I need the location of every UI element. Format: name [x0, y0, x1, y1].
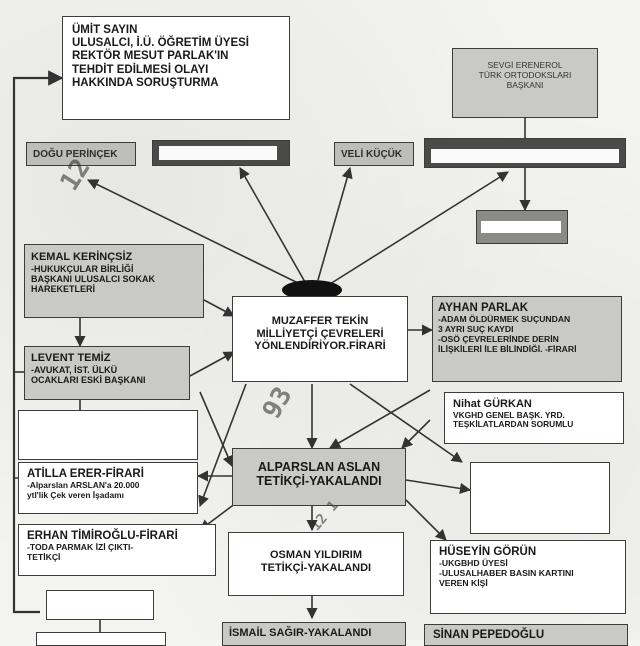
box-blank-bottom-left [46, 590, 154, 620]
sevgi-line-1: SEVGİ ERENEROL [487, 60, 563, 70]
box-umit-sayin: ÜMİT SAYIN ULUSALCI, İ.Ü. ÖĞRETİM ÜYESİ … [62, 16, 290, 120]
box-osman-yildirim: OSMAN YILDIRIM TETİKÇİ-YAKALANDI [228, 532, 404, 596]
nihat-line-3: TEŞKİLATLARDAN SORUMLU [453, 419, 574, 430]
bar-veli-kucuk: VELİ KÜÇÜK [334, 142, 414, 166]
box-alparslan-aslan: ALPARSLAN ASLAN TETİKÇİ-YAKALANDI [232, 448, 406, 506]
kemal-line-2: -HUKUKÇULAR BİRLİĞİ [31, 263, 134, 274]
arrow-to-dark-bar [239, 167, 306, 283]
arrow-to-veli [317, 166, 353, 281]
box-blank-bottom-left-2 [36, 632, 166, 646]
osman-line-2: TETİKÇİ-YAKALANDI [260, 561, 372, 574]
muzaffer-line-1: MUZAFFER TEKİN [271, 315, 369, 327]
sevgi-line-2: TÜRK ORTODOKSLARI [478, 69, 572, 80]
ayhan-alparslan [329, 389, 431, 449]
atilla-line-2: -Alparslan ARSLAN'a 20.000 [27, 480, 140, 491]
nihat-alparslan [401, 419, 431, 449]
levent-alparslan [199, 391, 234, 468]
box-ismail-sagir: İSMAİL SAĞIR-YAKALANDI [222, 622, 406, 646]
nihat-line-1: Nihat GÜRKAN [453, 398, 532, 410]
kemal-to-muzaffer [203, 299, 235, 317]
umit-line-5: HAKKINDA SORUŞTURMA [72, 76, 219, 89]
bar-redacted-1 [152, 140, 290, 166]
alparslan-huseyin [405, 499, 447, 541]
ayhan-line-1: AYHAN PARLAK [438, 302, 529, 314]
box-levent-temiz: LEVENT TEMİZ -AVUKAT, İST. ÜLKÜ OCAKLARI… [24, 346, 190, 400]
kemal-line-1: KEMAL KERİNÇSİZ [31, 251, 133, 263]
box-atilla-erer: ATİLLA ERER-FİRARİ -Alparslan ARSLAN'a 2… [18, 462, 198, 514]
redacted-white-strip [159, 146, 277, 160]
ayhan-line-2: -ADAM ÖLDÜRMEK SUÇUNDAN [438, 314, 571, 325]
huseyin-line-1: HÜSEYİN GÖRÜN [439, 546, 537, 558]
huseyin-line-4: VEREN KİŞİ [439, 577, 488, 588]
ayhan-line-3: 3 AYRI SUÇ KAYDI [438, 324, 514, 335]
box-erhan-timiroglu: ERHAN TİMİROĞLU-FİRARİ -TODA PARMAK İZİ … [18, 524, 216, 576]
alparslan-line-1: ALPARSLAN ASLAN [257, 460, 381, 474]
erhan-line-3: TETİKÇİ [27, 552, 61, 563]
alparslan-rightbox [405, 479, 472, 494]
kemal-line-3: BAŞKANI ULUSALCI SOKAK [31, 273, 156, 284]
umit-line-1: ÜMİT SAYIN [72, 24, 138, 36]
box-blank-left [18, 410, 198, 460]
bar-dogu-perincek: DOĞU PERİNÇEK [26, 142, 136, 166]
central-node-ellipse [282, 280, 342, 300]
muzaffer-left-diag [198, 383, 247, 508]
umit-line-4: TEHDİT EDİLMESİ OLAYI [72, 63, 209, 76]
ayhan-line-4: -OSÖ ÇEVRELERİNDE DERİN [438, 333, 559, 344]
umit-line-3: REKTÖR MESUT PARLAK'IN [72, 50, 229, 63]
veli-label: VELİ KÜÇÜK [341, 148, 403, 160]
bar-redacted-2 [424, 138, 626, 168]
sinan-line-1: SİNAN PEPEDOĞLU [433, 629, 545, 641]
huseyin-line-2: -UKGBHD ÜYESİ [439, 558, 508, 569]
ismail-line-1: İSMAİL SAĞIR-YAKALANDI [229, 627, 372, 639]
redacted-strip-small [481, 221, 561, 233]
levent-line-3: OCAKLARI ESKİ BAŞKANI [31, 374, 146, 385]
sevgi-line-3: BAŞKANI [506, 79, 544, 90]
atilla-line-3: ytl'lik Çek veren İşadamı [27, 489, 124, 500]
dogu-label: DOĞU PERİNÇEK [33, 148, 118, 160]
box-ayhan-parlak: AYHAN PARLAK -ADAM ÖLDÜRMEK SUÇUNDAN 3 A… [432, 296, 622, 382]
erhan-line-1: ERHAN TİMİROĞLU-FİRARİ [27, 530, 178, 542]
left-bracket-line [12, 70, 64, 614]
muzaffer-line-3: YÖNLENDİRİYOR.FİRARİ [254, 340, 386, 353]
box-blank-right [470, 462, 610, 534]
osman-line-1: OSMAN YILDIRIM [269, 549, 363, 561]
nihat-line-2: VKGHD GENEL BAŞK. YRD. [453, 409, 565, 420]
box-sinan-pepedoglu: SİNAN PEPEDOĞLU [424, 624, 628, 646]
box-muzaffer-tekin: MUZAFFER TEKİN MİLLİYETÇİ ÇEVRELERİ YÖNL… [232, 296, 408, 382]
box-sevgi-erenerol: SEVGİ ERENEROL TÜRK ORTODOKSLARI BAŞKANI [452, 48, 598, 118]
box-huseyin-gorun: HÜSEYİN GÖRÜN -UKGBHD ÜYESİ -ULUSALHABER… [430, 540, 626, 614]
ayhan-line-5: İLİŞKİLERİ İLE BİLİNDİĞİ. -FİRARİ [438, 343, 577, 354]
levent-line-1: LEVENT TEMİZ [31, 352, 111, 364]
kemal-line-4: HAREKETLERİ [31, 284, 96, 295]
umit-line-2: ULUSALCI, İ.Ü. ÖĞRETİM ÜYESİ [72, 37, 249, 50]
redacted-white-strip-2 [431, 149, 619, 163]
box-nihat-gurkan: Nihat GÜRKAN VKGHD GENEL BAŞK. YRD. TEŞK… [444, 392, 624, 444]
arrow-to-right-bar [329, 171, 509, 285]
erhan-line-2: -TODA PARMAK İZİ ÇIKTI- [27, 542, 134, 553]
alparslan-line-2: TETİKÇİ-YAKALANDI [256, 474, 382, 489]
muzaffer-huseyin [349, 383, 463, 463]
muzaffer-line-2: MİLLİYETÇİ ÇEVRELERİ [256, 327, 384, 340]
levent-line-2: -AVUKAT, İST. ÜLKÜ [31, 364, 118, 375]
box-redacted-small [476, 210, 568, 244]
arrow-to-dogu [86, 179, 301, 285]
huseyin-line-3: -ULUSALHABER BASIN KARTINI [439, 568, 574, 579]
atilla-line-1: ATİLLA ERER-FİRARİ [27, 468, 144, 480]
levent-to-muzaffer [189, 351, 235, 377]
box-kemal-kerincsiz: KEMAL KERİNÇSİZ -HUKUKÇULAR BİRLİĞİ BAŞK… [24, 244, 204, 318]
